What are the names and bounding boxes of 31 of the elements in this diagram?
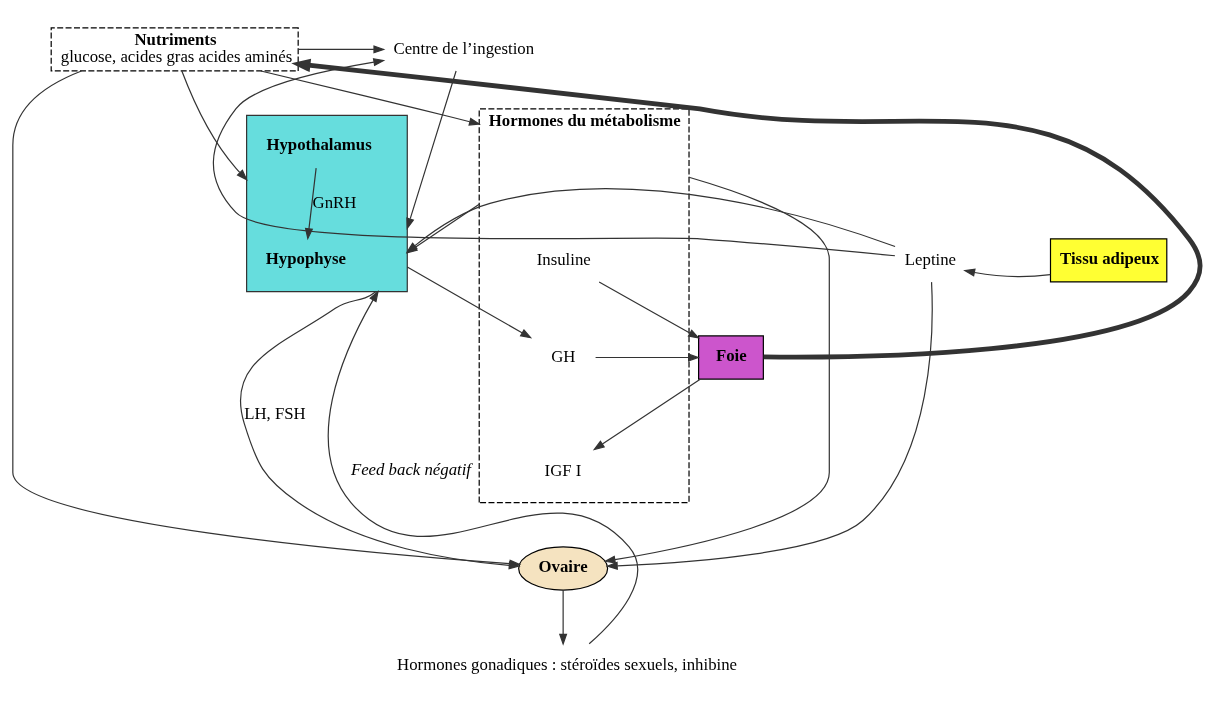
node-text: Leptine (904, 249, 957, 269)
arrow (406, 70, 457, 231)
node-text: Insuline (536, 249, 591, 269)
arrow (603, 176, 830, 564)
arrow (304, 167, 317, 241)
node-ellipse: Ovaire (518, 546, 609, 591)
arrow (260, 70, 481, 126)
node-text: GH (551, 346, 576, 366)
arrow (592, 378, 701, 451)
node-text: Centre de l’ingestion (393, 38, 535, 58)
edge-label: GnRH (312, 192, 357, 212)
cluster (246, 114, 408, 293)
arrow (327, 290, 639, 645)
arrow (291, 58, 1203, 360)
arrow (558, 589, 568, 646)
node-box: Nutriments glucose, acides gras acides aminés (50, 27, 299, 72)
node-text: Hypothalamus (266, 134, 372, 154)
node-box: Tissu adipeux (1049, 238, 1168, 283)
arrow (598, 281, 701, 339)
node-text: Hormones gonadiques : stéroïdes sexuels, inhibine (397, 655, 738, 675)
arrow (605, 281, 933, 570)
node-text: Hypophyse (265, 248, 346, 268)
arrow (963, 268, 1051, 278)
edge-label: LH, FSH (244, 403, 306, 423)
arrow (181, 70, 248, 181)
node-text: IGF I (544, 460, 582, 480)
edge-label: Feed back négatif (350, 459, 472, 479)
arrow (297, 45, 386, 54)
node-box: Foie (698, 335, 764, 380)
arrow (595, 353, 700, 362)
arrow (406, 266, 533, 339)
